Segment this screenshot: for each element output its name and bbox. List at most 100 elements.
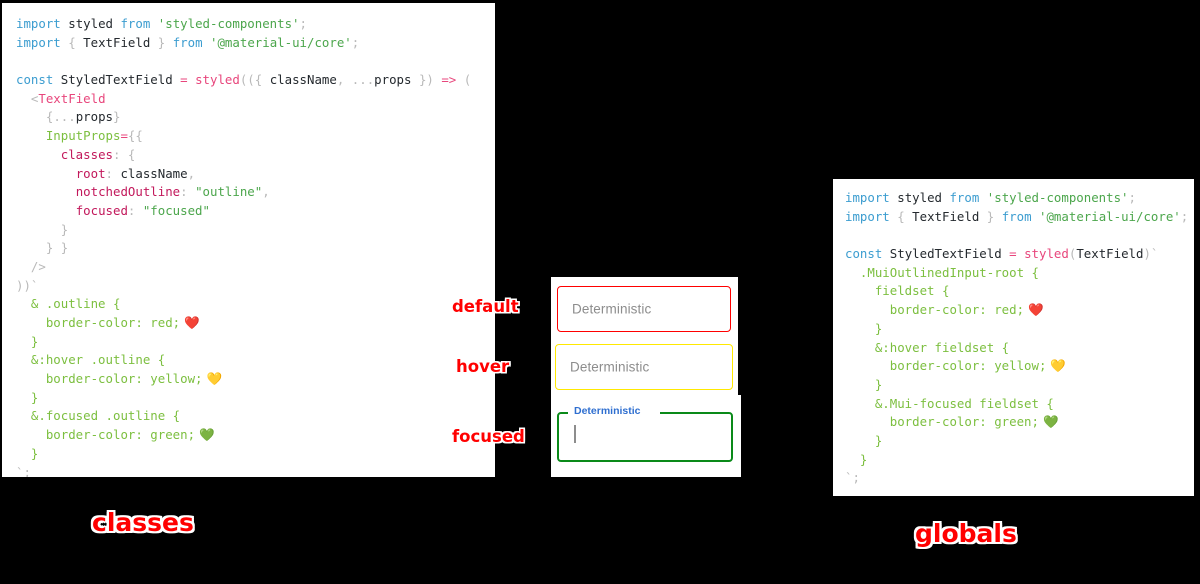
code-token: ` [30, 277, 39, 293]
code-token [1032, 209, 1039, 224]
code-token: } [30, 445, 39, 461]
code-line: &.Mui-focused fieldset { [845, 395, 1194, 414]
code-token: root [75, 165, 106, 181]
code-token: : [105, 165, 113, 181]
code-token: import [16, 16, 61, 31]
code-token: ... [53, 109, 76, 125]
code-token: className [262, 72, 337, 88]
code-token: styled [68, 16, 113, 31]
code-token [845, 377, 875, 392]
code-token: border-color: green; [889, 414, 1039, 430]
code-token: ; [299, 16, 307, 31]
textfield-focused-label: Deterministic [571, 405, 644, 417]
code-line: } [16, 445, 495, 464]
code-line: border-color: yellow; 💛 [16, 370, 495, 389]
code-token: { [45, 109, 54, 125]
code-token: focused [75, 202, 128, 218]
code-token: } [30, 389, 39, 405]
code-token: ; [1180, 208, 1189, 224]
code-token: border-color: red; [45, 315, 181, 330]
code-line [16, 52, 495, 71]
code-token: border-color: yellow; [889, 358, 1047, 374]
code-token: { [254, 72, 263, 88]
code-token: 'styled-components' [157, 16, 300, 31]
code-token [845, 452, 860, 467]
code-token: from [172, 34, 203, 50]
code-token [845, 321, 875, 336]
code-token [16, 259, 31, 274]
code-token [135, 203, 142, 218]
code-token: {{ [127, 128, 143, 144]
code-token: } [157, 34, 166, 50]
code-token: TextField [904, 208, 987, 224]
code-token: } [411, 72, 427, 88]
code-token: ❤️ [180, 315, 200, 330]
code-token [16, 147, 61, 162]
textfield-default-placeholder: Deterministic [572, 301, 652, 317]
code-token: = [1009, 246, 1017, 262]
code-token: fieldset { [874, 283, 950, 299]
code-line: const StyledTextField = styled(TextField… [845, 245, 1194, 264]
code-token: props [75, 109, 114, 125]
code-token: /> [30, 258, 46, 274]
code-token [16, 371, 46, 386]
code-token: .MuiOutlinedInput-root { [859, 264, 1039, 280]
code-token: "outline" [195, 184, 263, 200]
code-token: (( [239, 72, 255, 88]
code-line: {...props} [16, 108, 495, 127]
code-token: notchedOutline [75, 184, 181, 200]
code-token: ) [1143, 246, 1151, 262]
code-line: root: className, [16, 165, 495, 184]
code-token: = [120, 128, 128, 144]
code-token: 💚 [195, 427, 215, 443]
textfield-default[interactable]: Deterministic [557, 286, 731, 332]
textfield-focused[interactable]: Deterministic [557, 405, 733, 462]
code-token [16, 315, 46, 330]
code-token: from [120, 16, 151, 31]
code-token [979, 190, 986, 205]
code-token: ; [1128, 190, 1136, 205]
code-line: focused: "focused" [16, 202, 495, 221]
code-line: &:hover fieldset { [845, 339, 1194, 358]
code-token [16, 184, 76, 199]
code-token: } [874, 376, 883, 392]
code-token [845, 396, 875, 411]
code-token: ; [23, 464, 31, 478]
code-token: ` [1150, 246, 1159, 262]
annotation-focused: focused [452, 427, 525, 446]
code-line: } [16, 389, 495, 408]
caption-classes: classes [92, 508, 194, 537]
textfield-hover[interactable]: Deterministic [555, 344, 733, 390]
code-token [16, 296, 31, 311]
code-token: = [180, 72, 188, 88]
code-line: import styled from 'styled-components'; [845, 189, 1194, 208]
code-line: notchedOutline: "outline", [16, 183, 495, 202]
code-token [16, 352, 31, 367]
code-token [994, 209, 1001, 224]
code-token [845, 340, 875, 355]
code-line: InputProps={{ [16, 127, 495, 146]
code-token: } [30, 333, 39, 349]
code-token: border-color: yellow; [45, 371, 203, 387]
code-token: border-color: green; [45, 427, 196, 443]
code-token [845, 302, 890, 317]
code-line: border-color: green; 💚 [845, 413, 1194, 432]
code-token: ; [351, 34, 360, 50]
code-line: } [16, 333, 495, 352]
code-token: &:hover .outline { [30, 352, 166, 368]
code-token: => [441, 72, 457, 88]
code-line: const StyledTextField = styled(({ classN… [16, 71, 495, 90]
code-line: &:hover .outline { [16, 351, 495, 370]
code-token: 💛 [202, 371, 223, 387]
code-token [203, 35, 210, 50]
code-token: , [262, 184, 270, 200]
code-token: ... [351, 72, 375, 88]
code-token: } [859, 451, 868, 467]
code-token: } [60, 221, 69, 237]
code-token: 'styled-components' [986, 190, 1129, 205]
code-token [165, 35, 172, 50]
code-token: &.Mui-focused fieldset { [874, 395, 1054, 411]
code-token [845, 414, 890, 429]
code-token [344, 72, 351, 87]
code-token: const [845, 246, 883, 262]
